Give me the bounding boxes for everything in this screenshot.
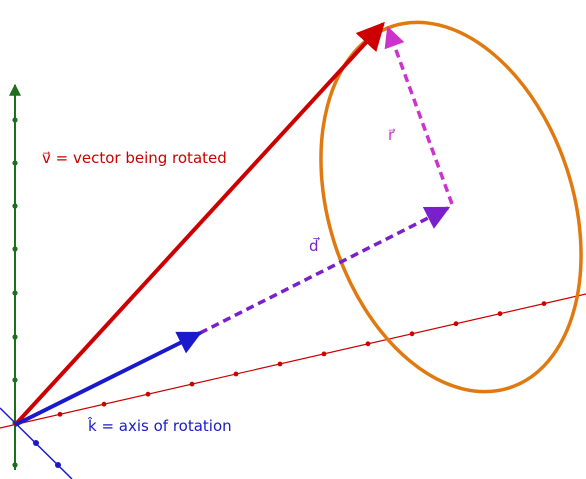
k-vector: [14, 331, 203, 427]
red-axis-tick: [409, 331, 415, 337]
red-axis: [0, 293, 586, 429]
red-axis-tick: [189, 381, 195, 387]
red-axis-tick: [321, 351, 327, 357]
vertical-axis-tick: [12, 246, 18, 252]
red-axis-tick: [101, 401, 107, 407]
vertical-axis-tick: [12, 462, 18, 468]
r-vector: [384, 26, 454, 205]
vertical-axis-tick: [12, 160, 18, 166]
diagonal-axis: [0, 407, 73, 479]
v-vector: [13, 21, 385, 427]
d-label: d⃗: [309, 236, 320, 255]
vertical-axis-tick: [12, 203, 18, 209]
red-axis-tick: [541, 301, 547, 306]
v-label: v⃗ = vector being rotated: [42, 149, 227, 167]
vertical-axis-tick: [12, 334, 18, 340]
vertical-axis: [9, 83, 21, 470]
k-label: k̂ = axis of rotation: [88, 416, 232, 435]
red-axis-tick: [497, 311, 503, 317]
red-axis-tick: [453, 321, 459, 327]
red-axis-tick: [233, 371, 239, 377]
r-label: r⃗: [388, 126, 396, 144]
vertical-axis-tick: [12, 377, 18, 383]
diagonal-axis-tick: [33, 440, 39, 446]
vertical-axis-tick: [12, 290, 18, 296]
rotation-circle: [319, 20, 583, 394]
red-axis-tick: [277, 361, 283, 367]
red-axis-tick: [145, 391, 151, 397]
d-vector: [199, 206, 451, 335]
red-axis-tick: [57, 411, 63, 417]
red-axis-ticks: [57, 301, 547, 417]
diagonal-axis-tick: [55, 462, 61, 468]
vertical-axis-tick: [12, 117, 18, 123]
red-axis-tick: [365, 341, 371, 347]
